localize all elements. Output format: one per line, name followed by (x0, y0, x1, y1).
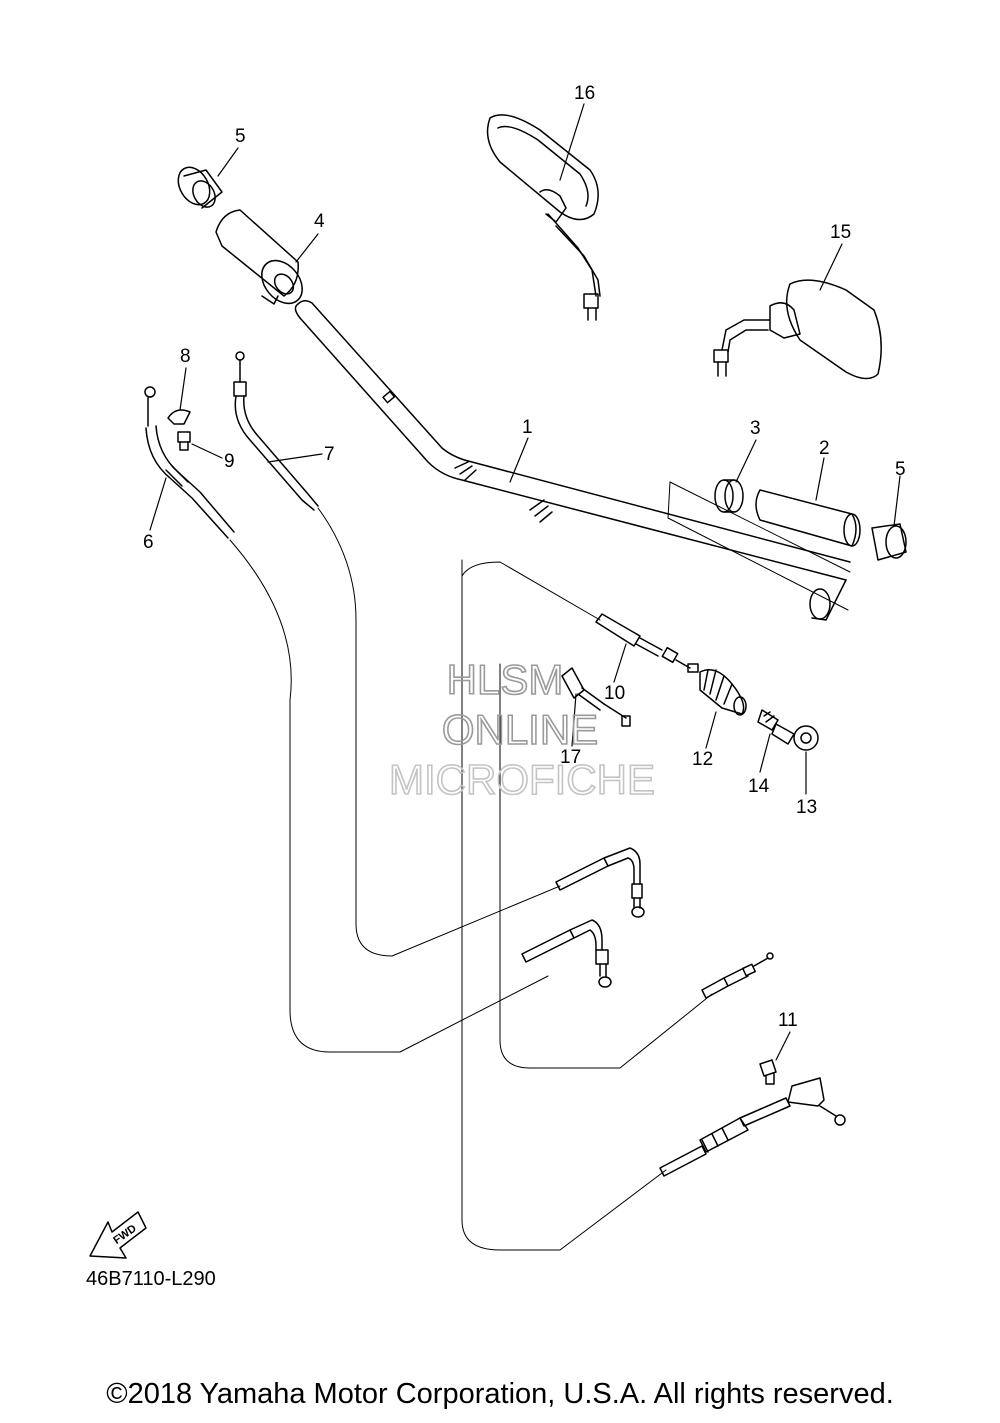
watermark-line-1: HLSM (447, 656, 564, 703)
callout-2: 2 (819, 438, 830, 459)
knurl-right (529, 499, 553, 523)
punch-mark-icon (382, 390, 396, 404)
callout-9: 9 (224, 451, 235, 472)
mirror-left (486, 114, 601, 321)
collar (714, 479, 744, 513)
watermark-line-3: MICROFICHE (389, 756, 655, 803)
knurl-left (454, 461, 477, 481)
screw-9 (177, 431, 191, 451)
callout-14: 14 (748, 776, 770, 797)
adjuster-14 (757, 709, 795, 745)
callout-8: 8 (180, 346, 191, 367)
cable-end-small (701, 952, 774, 999)
end-weight-right (871, 523, 907, 561)
callout-16: 16 (574, 83, 595, 104)
copyright-notice: ©2018 Yamaha Motor Corporation, U.S.A. A… (106, 1378, 894, 1410)
nut-13 (793, 725, 819, 751)
handlebar (294, 300, 851, 621)
callout-3: 3 (750, 418, 761, 439)
watermark: HLSM ONLINE MICROFICHE (388, 655, 656, 804)
callout-15: 15 (830, 222, 851, 243)
routed-cables (229, 507, 713, 1251)
clip-8 (167, 409, 191, 425)
watermark-line-2: ONLINE (442, 706, 598, 753)
cable-end-middle (521, 919, 612, 988)
grip-left (215, 209, 303, 305)
cable-6 (144, 386, 235, 539)
callout-17: 17 (560, 747, 581, 768)
cable-17 (561, 667, 631, 727)
grip-right (755, 489, 861, 547)
bracket-cable (659, 1059, 846, 1177)
callout-5-left: 5 (235, 126, 246, 147)
callout-7: 7 (324, 444, 335, 465)
callout-5-right: 5 (895, 459, 906, 480)
mirror-right (713, 279, 882, 380)
callout-13: 13 (796, 797, 817, 818)
callouts: 1 2 3 4 5 5 6 7 8 9 10 11 12 13 14 15 16… (143, 83, 906, 1031)
callout-12: 12 (692, 749, 713, 770)
callout-6: 6 (143, 532, 154, 553)
fwd-arrow-icon (89, 1211, 147, 1259)
cable-end-upper (555, 847, 645, 918)
boot-12 (699, 669, 747, 716)
end-weight-left (177, 166, 223, 209)
callout-1: 1 (522, 417, 533, 438)
cable-10 (595, 613, 699, 673)
cable-7 (233, 351, 319, 511)
callout-4: 4 (314, 211, 325, 232)
leader-lines (149, 103, 901, 1061)
callout-11: 11 (778, 1010, 798, 1031)
diagram-code: 46B7110-L290 (86, 1268, 216, 1290)
callout-10: 10 (604, 683, 625, 704)
